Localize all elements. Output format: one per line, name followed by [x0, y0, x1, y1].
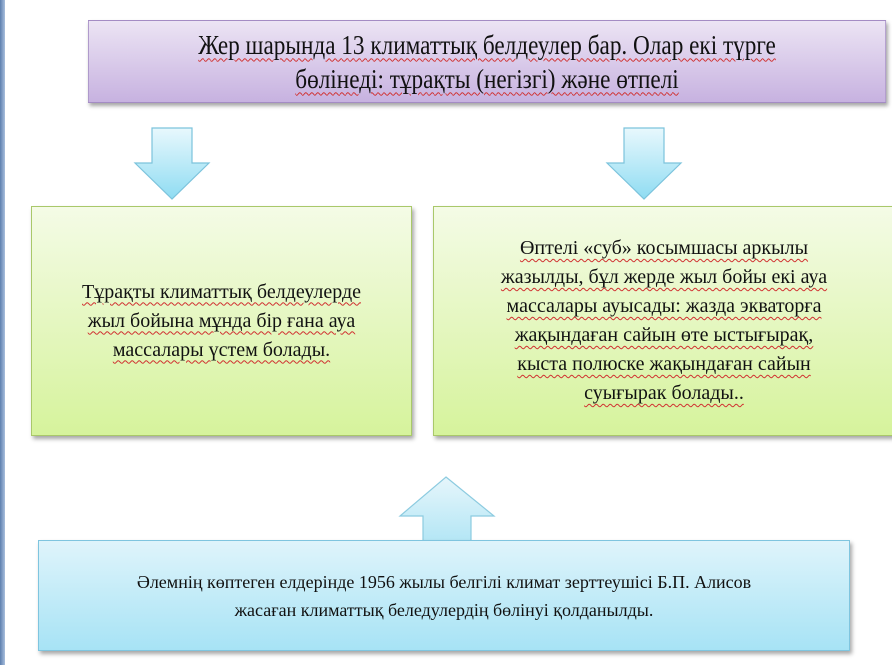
stable-belts-box: Тұрақты климаттық белдеулерде жыл бойына…: [31, 206, 412, 436]
text-line: суығырак болады..: [584, 382, 744, 404]
text-line: Әлемнің көптеген елдерінде 1956 жылы бел…: [136, 571, 752, 592]
slide-edge-bar: [0, 0, 5, 665]
text-line: жыл бойына мұнда бір ғана ауа: [87, 309, 356, 332]
text-line: Өптелі «суб» косымшасы аркылы: [519, 237, 809, 259]
text-line: жақындаған сайын өте ыстығырақ,: [514, 324, 814, 346]
alisov-classification-box: Әлемнің көптеген елдерінде 1956 жылы бел…: [38, 540, 850, 651]
text-line: жасаған климаттық беледулердің бөлінуі қ…: [234, 599, 654, 620]
text-line: массалары ауысады: жазда экваторға: [506, 295, 822, 317]
transitional-belts-box: Өптелі «суб» косымшасы аркылы жазылды, б…: [433, 206, 892, 436]
down-arrow-left-icon: [133, 127, 211, 200]
text-line: массалары үстем болады.: [112, 338, 331, 361]
title-box: Жер шарында 13 климаттық белдеулер бар. …: [88, 20, 887, 103]
text-line: жазылды, бұл жерде жыл бойы екі ауа: [500, 266, 828, 288]
down-arrow-right-icon: [605, 127, 683, 200]
text-line: кыста полюске жақындаған сайын: [517, 353, 811, 375]
title-line: бөлінеді: тұрақты (негізгі) және өтпелі: [295, 63, 679, 94]
text-line: Тұрақты климаттық белдеулерде: [82, 280, 361, 303]
up-arrow-icon: [398, 476, 496, 542]
title-line: Жер шарында 13 климаттық белдеулер бар. …: [198, 29, 776, 60]
